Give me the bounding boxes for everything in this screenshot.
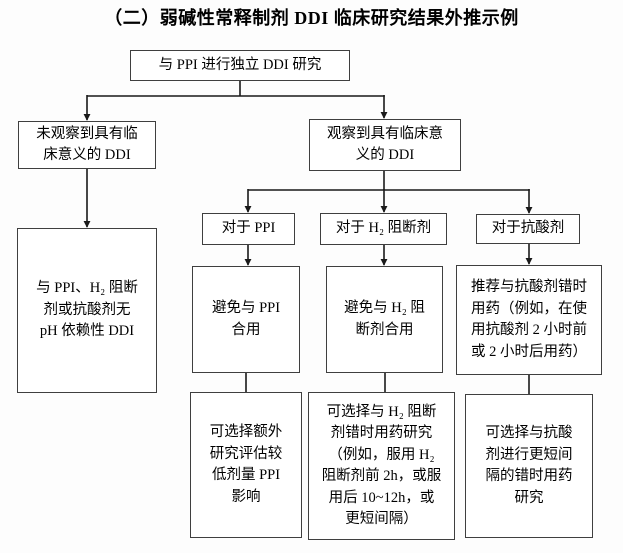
flow-node-branch-h2-blocker: 对于 H₂ 阻断剂 bbox=[320, 213, 447, 245]
flow-node-branch-antacid: 对于抗酸剂 bbox=[476, 214, 580, 244]
flow-node-avoid-h2-blocker: 避免与 H₂ 阻 断剂合用 bbox=[326, 266, 443, 373]
flow-node-optional-antacid-shorter-interval-study: 可选择与抗酸 剂进行更短间 隔的错时用药 研究 bbox=[465, 394, 593, 538]
flow-node-avoid-ppi: 避免与 PPI 合用 bbox=[192, 266, 300, 373]
flow-node-optional-lower-dose-ppi-study: 可选择额外 研究评估较 低剂量 PPI 影响 bbox=[190, 392, 302, 538]
page-title: （二）弱碱性常释制剂 DDI 临床研究结果外推示例 bbox=[104, 8, 519, 28]
flow-node-clinical-ddi-observed: 观察到具有临床意 义的 DDI bbox=[309, 119, 461, 171]
flow-node-optional-h2-staggered-study: 可选择与 H₂ 阻断 剂错时用药研究 （例如，服用 H₂ 阻断剂前 2h，或服 … bbox=[308, 392, 455, 540]
flow-node-no-ph-dependent-ddi: 与 PPI、H₂ 阻断 剂或抗酸剂无 pH 依赖性 DDI bbox=[17, 228, 157, 393]
flow-node-root-study: 与 PPI 进行独立 DDI 研究 bbox=[130, 50, 350, 81]
flow-node-no-clinical-ddi: 未观察到具有临 床意义的 DDI bbox=[18, 121, 156, 169]
flow-node-staggered-antacid-dosing: 推荐与抗酸剂错时 用药（例如，在使 用抗酸剂 2 小时前 或 2 小时后用药） bbox=[456, 265, 602, 375]
flow-node-branch-ppi: 对于 PPI bbox=[202, 213, 295, 245]
